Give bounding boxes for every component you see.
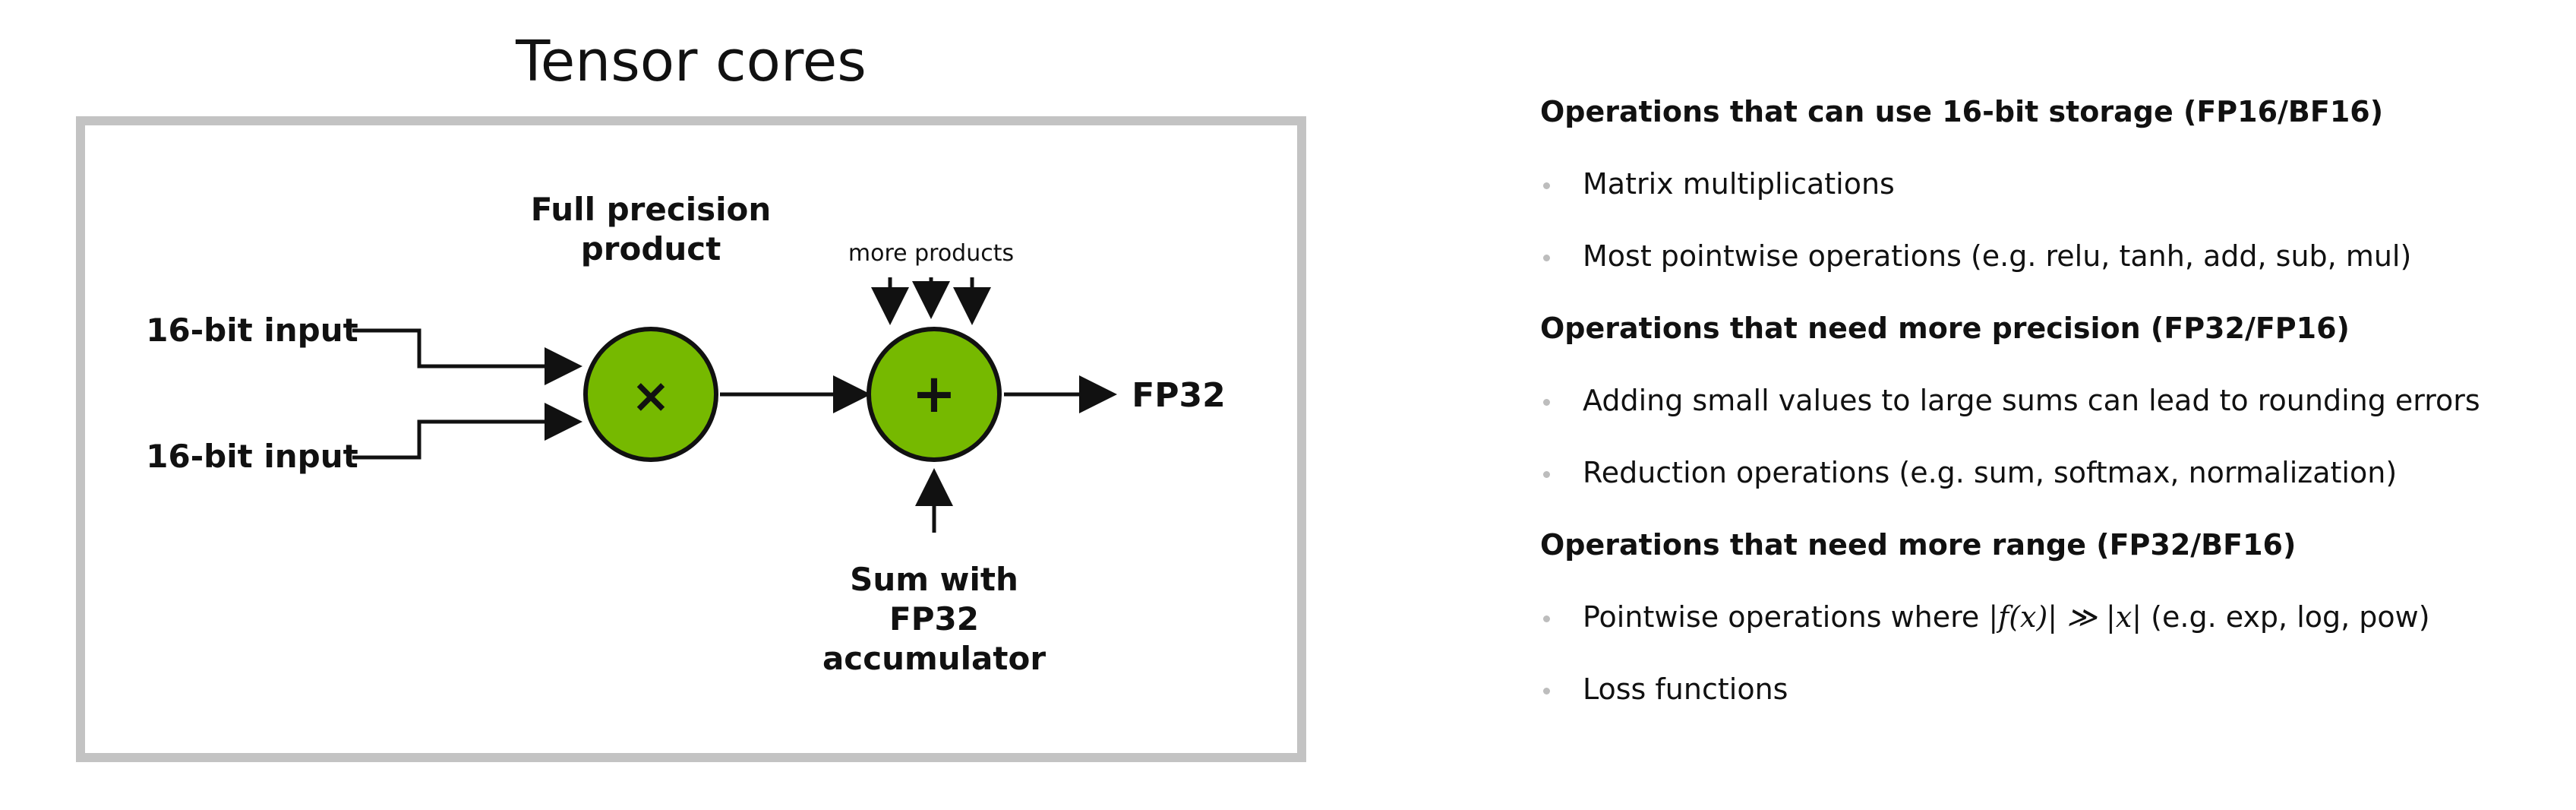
bullet-icon: [1543, 255, 1550, 261]
add-symbol: +: [912, 362, 957, 425]
product-label-line1: Full precision: [531, 191, 772, 228]
section-heading-more-range: Operations that need more range (FP32/BF…: [1540, 528, 2297, 562]
accumulator-label-line1: Sum with: [850, 561, 1018, 598]
list-item: Loss functions: [1540, 653, 2558, 726]
input-bottom-label: 16-bit input: [146, 438, 358, 475]
list-item-text: Most pointwise operations (e.g. relu, ta…: [1583, 239, 2412, 273]
list-item: Most pointwise operations (e.g. relu, ta…: [1540, 220, 2558, 293]
input-top-label: 16-bit input: [146, 312, 358, 349]
formula-prefix: Pointwise operations where: [1583, 600, 1989, 634]
tensor-core-diagram-svg: × + 16-bit input 16-bit input Full preci…: [146, 191, 1226, 677]
list-item: Pointwise operations where |f(x)| ≫ |x| …: [1540, 581, 2558, 653]
bullet-icon: [1543, 182, 1550, 189]
formula-suffix: (e.g. exp, log, pow): [2142, 600, 2430, 634]
input-top-arrow: [352, 328, 582, 385]
multiply-node: [583, 327, 718, 462]
accumulator-label-line2: FP32: [889, 600, 979, 638]
slide-title: Tensor cores: [516, 29, 867, 94]
output-label: FP32: [1132, 376, 1226, 415]
more-products-label: more products: [848, 240, 1014, 267]
multiply-symbol: ×: [631, 368, 671, 423]
section-heading-more-precision: Operations that need more precision (FP3…: [1540, 312, 2350, 345]
formula-math: |f(x)| ≫ |x|: [1988, 600, 2142, 634]
bullet-icon: [1543, 471, 1550, 478]
accumulator-label-line3: accumulator: [822, 640, 1046, 677]
list-item: Matrix multiplications: [1540, 148, 2558, 220]
bullet-icon: [1543, 399, 1550, 406]
section-heading-16bit-storage: Operations that can use 16-bit storage (…: [1540, 95, 2384, 128]
list-item-text-pointwise: Pointwise operations where |f(x)| ≫ |x| …: [1583, 600, 2430, 634]
product-label-line2: product: [581, 230, 721, 267]
input-bottom-arrow: [352, 403, 582, 460]
list-item: Adding small values to large sums can le…: [1540, 365, 2558, 437]
bullet-icon: [1543, 688, 1550, 695]
list-item-text: Reduction operations (e.g. sum, softmax,…: [1583, 456, 2398, 489]
operations-list: Operations that can use 16-bit storage (…: [1540, 76, 2558, 726]
bullet-icon: [1543, 615, 1550, 622]
list-item: Reduction operations (e.g. sum, softmax,…: [1540, 437, 2558, 509]
tensor-core-diagram: × + 16-bit input 16-bit input Full preci…: [76, 116, 1306, 762]
add-node: [867, 327, 1002, 462]
list-item-text: Loss functions: [1583, 672, 1788, 706]
list-item-text: Adding small values to large sums can le…: [1583, 384, 2480, 417]
list-item-text: Matrix multiplications: [1583, 167, 1895, 201]
